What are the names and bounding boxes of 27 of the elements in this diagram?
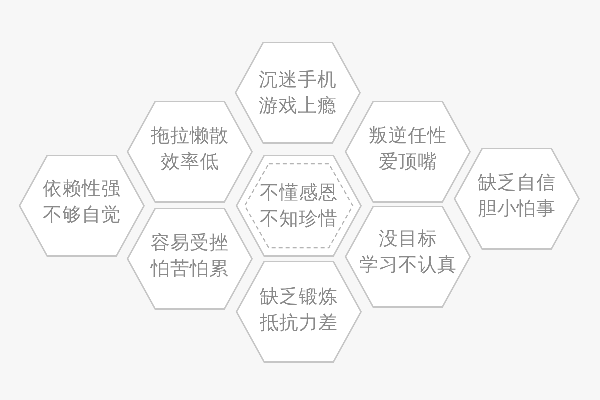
hexagon-tile [127, 101, 253, 203]
hexagon-tile [19, 155, 145, 257]
node-text: 不知珍惜 [260, 207, 338, 232]
node-text: 爱顶嘴 [378, 150, 438, 175]
hexagon-tile [127, 208, 253, 310]
node-text: 不够自觉 [43, 203, 121, 228]
hexagon-tile [236, 155, 362, 257]
node-text: 抵抗力差 [260, 311, 338, 336]
node-text: 沉迷手机 [259, 68, 337, 93]
hexagon-tile [345, 206, 471, 308]
node-text: 缺乏锻炼 [260, 285, 338, 310]
hexagon-tile [454, 148, 580, 250]
hexagon-tile [235, 42, 361, 144]
node-text: 没目标 [378, 227, 438, 252]
node-text: 效率低 [160, 150, 220, 175]
hexagon-tile [345, 101, 471, 203]
node-text: 缺乏自信 [478, 171, 556, 196]
node-text: 拖拉懒散 [151, 124, 229, 149]
node-text: 胆小怕事 [478, 197, 556, 222]
node-text: 依赖性强 [43, 177, 121, 202]
node-text: 不懂感恩 [260, 181, 338, 206]
node-text: 叛逆任性 [369, 124, 447, 149]
node-text: 怕苦怕累 [151, 257, 229, 282]
node-text: 学习不认真 [359, 253, 457, 278]
node-text: 游戏上瘾 [259, 94, 337, 119]
hexagon-tile [236, 261, 362, 363]
node-text: 容易受挫 [151, 231, 229, 256]
